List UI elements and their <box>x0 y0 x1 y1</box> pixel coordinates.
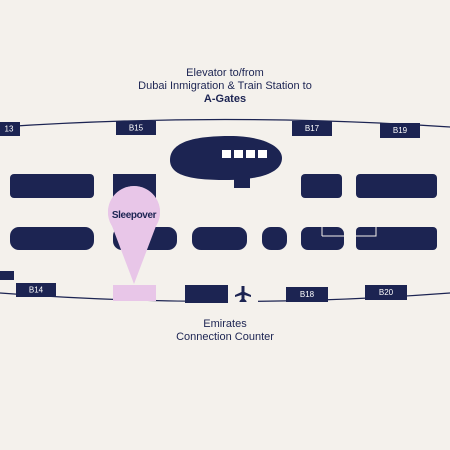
elevator-caption: Elevator to/from Dubai Inmigration & Tra… <box>0 67 450 106</box>
central-elevator-area <box>170 136 282 188</box>
gate-b17[interactable]: B17 <box>292 121 332 136</box>
gate-b18[interactable]: B18 <box>286 287 328 302</box>
elevator-caption-line-2: Dubai Inmigration & Train Station to <box>138 80 312 92</box>
lower-shop-row <box>10 227 437 250</box>
connection-caption: Emirates Connection Counter <box>0 318 450 344</box>
gate-b20-label: B20 <box>379 288 394 297</box>
gate-block-center[interactable] <box>185 285 228 303</box>
gate-b15[interactable]: B15 <box>116 121 156 135</box>
elevator-caption-line-1: Elevator to/from <box>186 67 264 79</box>
airplane-icon <box>235 286 251 302</box>
gate-b19[interactable]: B19 <box>380 123 420 138</box>
gate-b19-label: B19 <box>393 126 408 135</box>
connection-caption-line-1: Emirates <box>203 318 247 330</box>
gate-b17-label: B17 <box>305 124 320 133</box>
gate-b15-label: B15 <box>129 124 144 133</box>
gate-b13-label: 13 <box>5 125 14 134</box>
airplane-gate[interactable] <box>228 285 258 303</box>
gate-b14[interactable]: B14 <box>16 283 56 297</box>
elevator-caption-line-3: A-Gates <box>203 93 247 105</box>
gate-b18-label: B18 <box>300 290 315 299</box>
bottom-left-stub <box>0 271 14 280</box>
connection-caption-line-2: Connection Counter <box>176 331 274 343</box>
gate-b14-label: B14 <box>29 286 44 295</box>
sleepover-label: Sleepover <box>112 210 157 221</box>
gate-b13[interactable]: 13 <box>0 122 20 136</box>
gate-b20[interactable]: B20 <box>365 285 407 300</box>
sleepover-location[interactable]: Sleepover <box>108 186 160 301</box>
